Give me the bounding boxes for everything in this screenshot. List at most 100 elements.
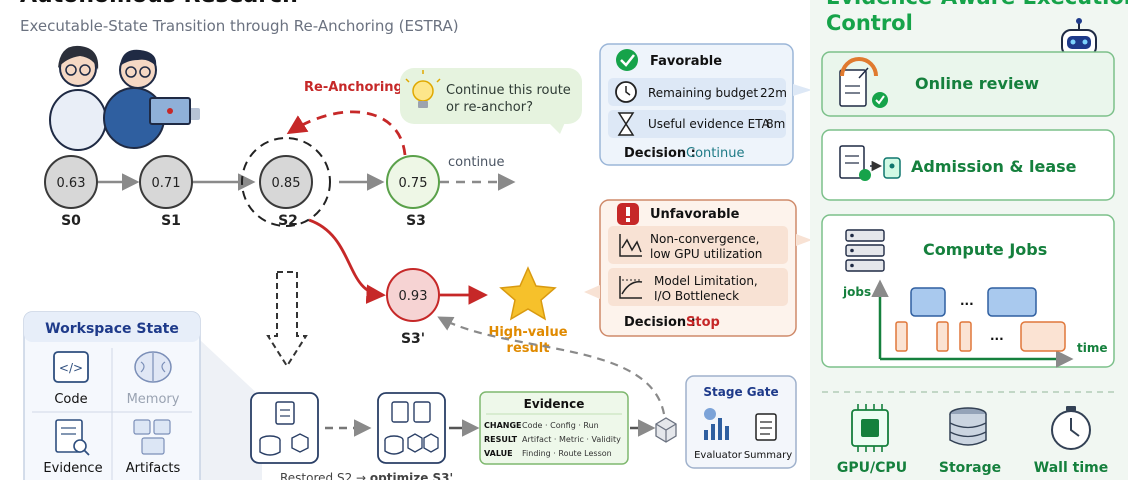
svg-text:jobs: jobs <box>842 285 871 299</box>
svg-text:0.71: 0.71 <box>152 176 181 191</box>
code-icon: </> <box>53 351 89 383</box>
continue-label: continue <box>448 155 505 170</box>
svg-text:time: time <box>1077 341 1108 355</box>
svg-text:Artifact · Metric · Validity: Artifact · Metric · Validity <box>522 435 621 444</box>
svg-text:</>: </> <box>59 361 83 375</box>
gpu-chip-icon <box>851 404 889 452</box>
resource-gpu: GPU/CPU <box>837 460 907 476</box>
brain-icon <box>134 351 172 383</box>
job-block <box>987 287 1037 317</box>
state-node-s1: 0.71 S1 <box>139 155 193 229</box>
svg-text:8m: 8m <box>766 117 785 131</box>
svg-text:RESULT: RESULT <box>484 435 518 444</box>
svg-text:Compute Jobs: Compute Jobs <box>923 240 1047 259</box>
restored-state-box <box>250 392 319 464</box>
plateau-chart-icon <box>619 276 643 299</box>
star-icon <box>499 266 557 321</box>
check-icon <box>616 49 638 71</box>
state-node-s2: 0.85 S2 <box>241 137 331 229</box>
svg-text:Code: Code <box>54 392 87 407</box>
svg-text:I/O Bottleneck: I/O Bottleneck <box>654 289 739 303</box>
job-block <box>895 321 908 352</box>
stage-gate-box: Stage Gate Evaluator Summary <box>685 375 797 469</box>
down-arrow <box>266 271 308 368</box>
svg-text:Evaluator: Evaluator <box>694 450 743 461</box>
svg-text:Continue this route: Continue this route <box>446 83 571 98</box>
svg-text:Admission & lease: Admission & lease <box>911 157 1077 176</box>
researchers-illustration <box>49 45 200 151</box>
svg-text:0.93: 0.93 <box>399 289 428 304</box>
unfavorable-panel: Unfavorable Non-convergence, low GPU uti… <box>584 199 812 337</box>
warning-icon <box>617 203 639 225</box>
page-subtitle: Executable-State Transition through Re-A… <box>20 17 459 35</box>
svg-text:0.85: 0.85 <box>272 176 301 191</box>
svg-text:Summary: Summary <box>744 450 792 461</box>
storage-icon <box>949 407 987 446</box>
svg-text:S1: S1 <box>161 213 181 229</box>
panel-title-line1: Evidence-Aware Execution <box>826 0 1128 9</box>
state-node-s3-prime: 0.93 S3' <box>386 268 440 347</box>
svg-text:Useful evidence ETA: Useful evidence ETA <box>648 117 771 131</box>
svg-text:Evidence: Evidence <box>524 397 585 411</box>
svg-text:...: ... <box>960 294 974 308</box>
svg-text:...: ... <box>990 329 1004 343</box>
svg-text:S3': S3' <box>401 331 425 347</box>
svg-text:0.63: 0.63 <box>57 176 86 191</box>
svg-text:Stage Gate: Stage Gate <box>703 385 778 399</box>
high-value-label-2: result <box>507 341 550 356</box>
artifacts-icon <box>133 419 171 455</box>
hourglass-icon <box>617 112 635 136</box>
job-block <box>910 287 946 317</box>
svg-text:Continue: Continue <box>686 146 744 161</box>
execution-control-panel: Evidence-Aware Execution Control <box>810 0 1128 480</box>
svg-text:or re-anchor?: or re-anchor? <box>446 100 533 115</box>
page-title: Autonomous Research <box>20 0 298 8</box>
workspace-state-panel: Workspace State </> Code Memory Evidence… <box>23 311 262 480</box>
trend-chart-icon <box>619 234 642 257</box>
svg-text:S2: S2 <box>278 213 298 229</box>
svg-text:Decision :: Decision : <box>624 315 696 330</box>
svg-text:low GPU utilization: low GPU utilization <box>650 247 762 261</box>
svg-text:Code · Config · Run: Code · Config · Run <box>522 421 599 430</box>
resource-wall-time: Wall time <box>1034 460 1108 476</box>
re-anchoring-label: Re-Anchoring <box>304 80 403 95</box>
svg-text:Stop: Stop <box>686 315 720 330</box>
svg-text:Workspace State: Workspace State <box>45 321 179 337</box>
evaluator-chart-icon <box>704 408 729 440</box>
gate-cube-icon <box>655 417 677 443</box>
job-block <box>959 321 972 352</box>
optimized-state-box <box>377 392 446 464</box>
svg-text:22m: 22m <box>760 86 787 100</box>
svg-text:Non-convergence,: Non-convergence, <box>650 232 759 246</box>
svg-text:Decision :: Decision : <box>624 146 696 161</box>
resource-storage: Storage <box>939 460 1001 476</box>
compute-jobs-card: Compute Jobs jobs time ... ... <box>821 214 1115 368</box>
svg-text:Online review: Online review <box>915 74 1039 93</box>
state-node-s3: 0.75 S3 <box>386 155 440 229</box>
state-node-s0: 0.63 S0 <box>44 155 98 229</box>
clipboard-lock-icon <box>839 145 901 181</box>
svg-text:0.75: 0.75 <box>399 176 428 191</box>
svg-text:Unfavorable: Unfavorable <box>650 207 740 222</box>
svg-text:Finding · Route Lesson: Finding · Route Lesson <box>522 449 612 458</box>
svg-text:Artifacts: Artifacts <box>126 461 181 476</box>
summary-doc-icon <box>755 413 777 441</box>
lightbulb-icon <box>405 70 441 108</box>
question-bubble: Continue this route or re-anchor? <box>400 68 582 134</box>
evidence-box: Evidence CHANGE Code · Config · Run RESU… <box>479 391 629 465</box>
svg-text:S0: S0 <box>61 213 81 229</box>
panel-title-line2: Control <box>826 11 913 35</box>
svg-text:VALUE: VALUE <box>484 449 513 458</box>
pipeline-caption: Restored S2 → optimize S3' <box>280 471 453 480</box>
favorable-panel: Favorable Remaining budget 22m Useful ev… <box>599 43 812 166</box>
admission-lease-card: Admission & lease <box>821 129 1115 201</box>
svg-text:S3: S3 <box>406 213 426 229</box>
clock-icon <box>615 81 637 103</box>
gauge-checklist-icon <box>839 57 888 108</box>
svg-text:Remaining budget: Remaining budget <box>648 86 758 100</box>
high-value-label: High-value <box>488 325 567 340</box>
svg-text:Favorable: Favorable <box>650 54 722 69</box>
svg-text:Model Limitation,: Model Limitation, <box>654 274 758 288</box>
